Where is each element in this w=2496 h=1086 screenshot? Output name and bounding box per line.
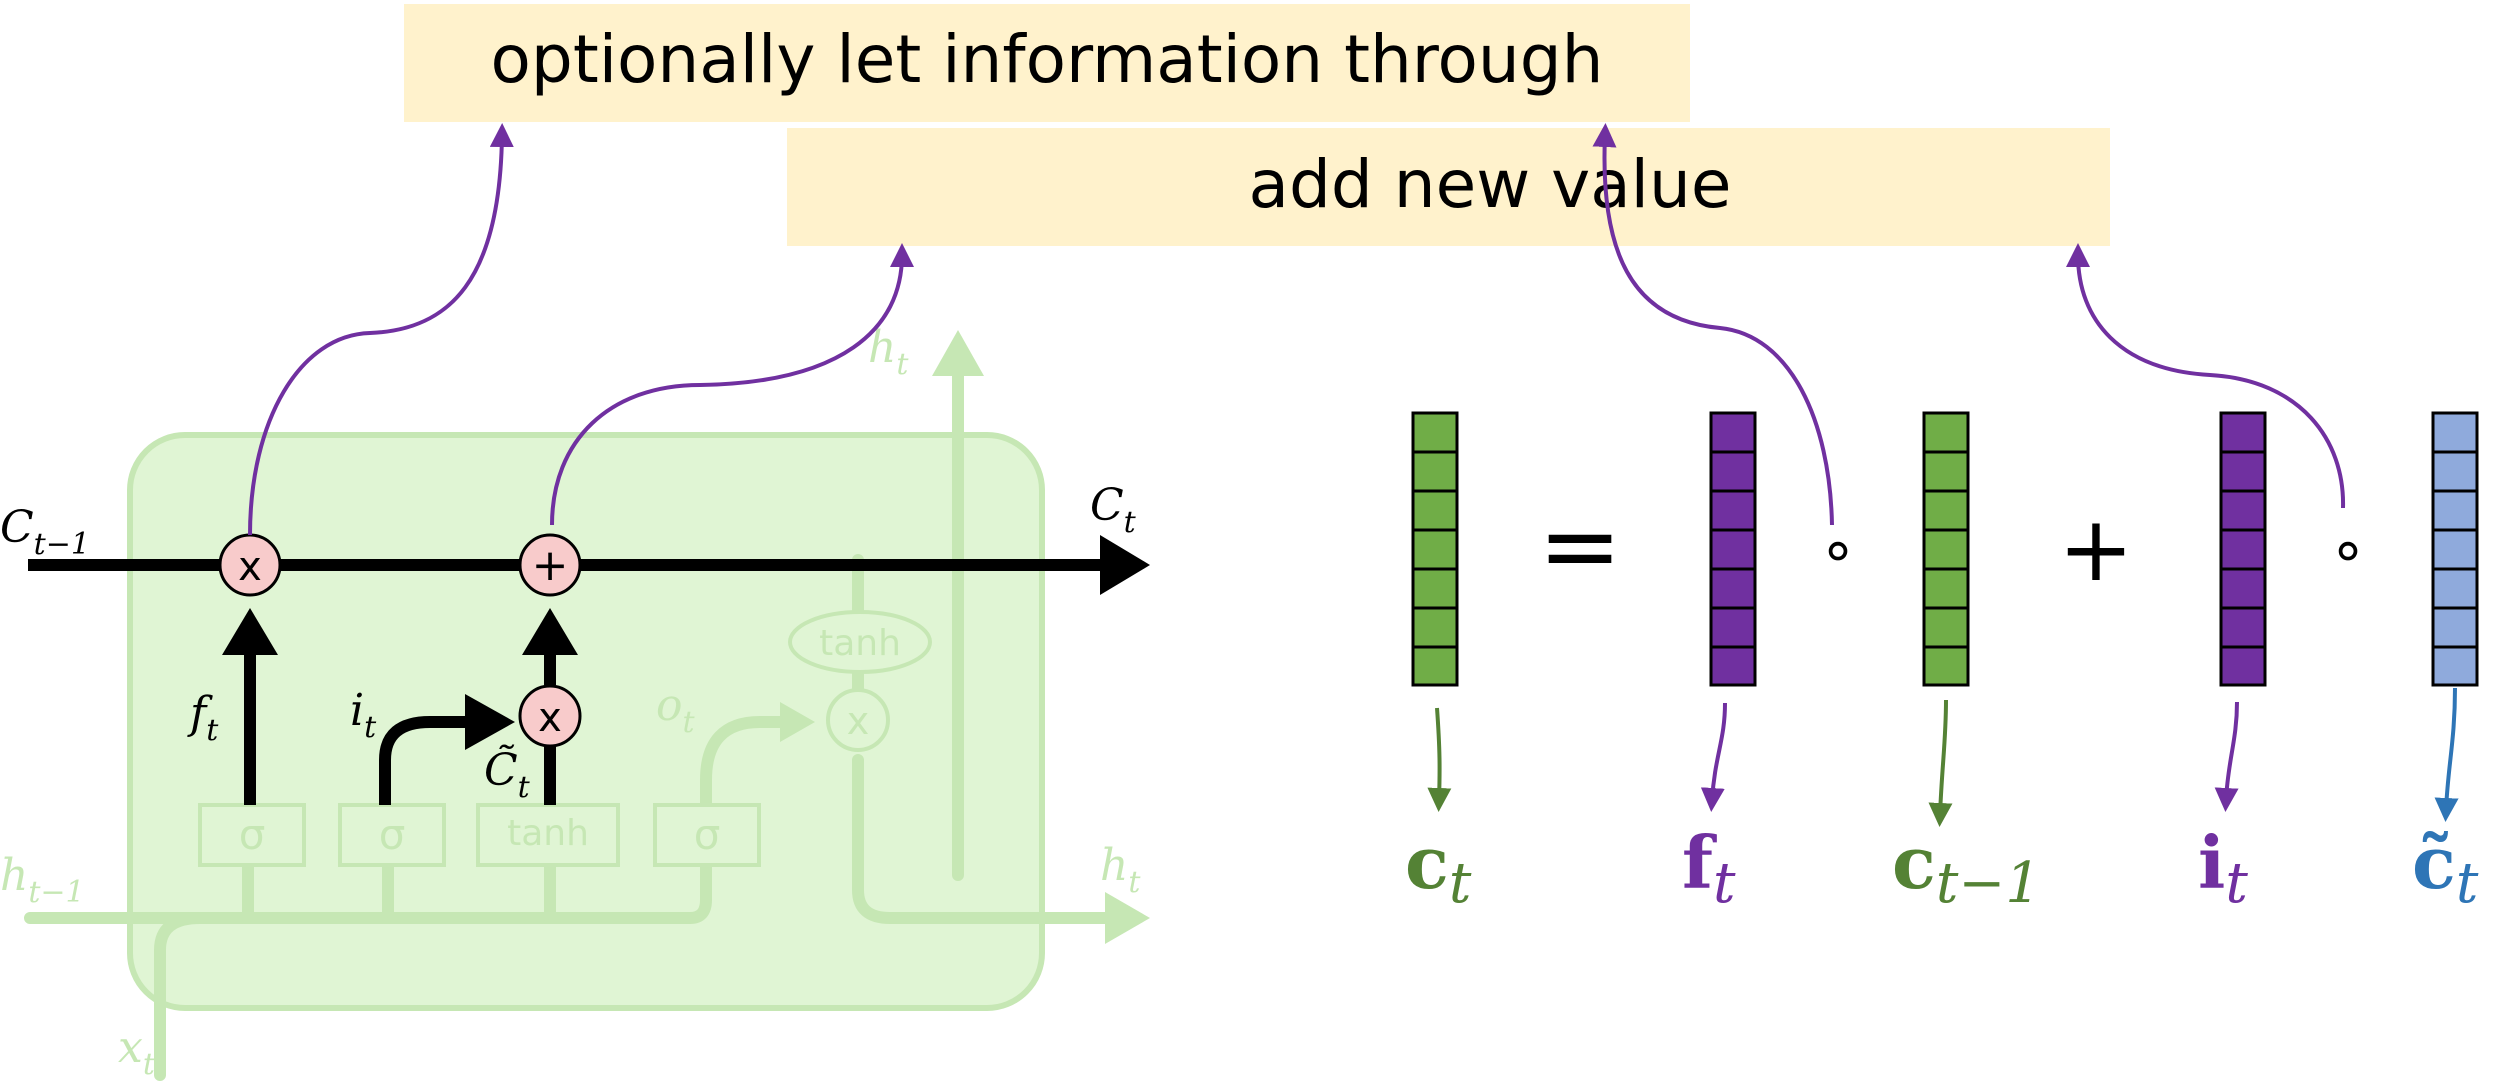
label-c-t: ct [1405, 820, 1472, 916]
c-next-label: Ct [1090, 480, 1137, 540]
f-gate-arrowhead [222, 608, 278, 655]
hadamard-op-2: ∘ [2329, 515, 2367, 585]
callout-arrows-left [248, 123, 914, 536]
sigma-gate-f-label: σ [239, 810, 266, 859]
o-gate-arrowhead [780, 702, 815, 742]
vector-c-t [1411, 411, 1459, 687]
callout-text-top: optionally let information through [491, 21, 1604, 98]
arrow-f-t [1700, 702, 1727, 812]
equals-sign: = [1538, 487, 1622, 604]
tanh-output-node [788, 610, 932, 674]
label-f-t: ft [1682, 820, 1736, 916]
hadamard-op-1: ∘ [1819, 515, 1857, 585]
callout-arrows-right [1592, 123, 2346, 526]
tanh-gate [476, 803, 620, 867]
vector-i-t [2219, 411, 2267, 687]
input-multiply-node [518, 684, 582, 748]
input-multiply-label: x [538, 695, 562, 741]
h-prev-label: ht−1 [0, 850, 85, 910]
callout-box-top [404, 4, 1690, 122]
vector-c-t-minus-1 [1922, 411, 1970, 687]
tanh-output-label: tanh [819, 623, 901, 664]
add-node [518, 533, 582, 597]
sigma-gate-o-label: σ [694, 810, 721, 859]
arrow-i-t [2214, 701, 2239, 812]
label-i-t: it [2198, 820, 2248, 916]
f-gate-label: ft [187, 688, 219, 748]
sigma-gate-i-label: σ [379, 810, 406, 859]
h-out-label: ht [1100, 840, 1141, 900]
sigma-gate-o [653, 803, 761, 867]
i-gate-label: it [350, 685, 377, 745]
sigma-gate-i [338, 803, 446, 867]
arrow-c-t [1427, 707, 1452, 812]
x-in-label: xt [118, 1022, 156, 1082]
arrow-c-t-minus-1 [1928, 699, 1953, 827]
gate-paths [244, 650, 556, 805]
arrow-c-tilde-t [2434, 687, 2459, 822]
tanh-gate-label: tanh [507, 813, 589, 854]
label-c-t-minus-1: ct−1 [1892, 820, 2041, 916]
vector-c-tilde-t [2431, 411, 2479, 687]
h-out-arrowhead [1105, 892, 1150, 944]
plus-sign: + [2058, 497, 2133, 602]
c-tilde-label: C̃t [484, 743, 531, 805]
h-top-arrowhead [932, 330, 984, 376]
output-multiply-label: x [847, 699, 870, 743]
vector-f-t [1709, 411, 1757, 687]
candidate-arrowhead [522, 608, 578, 655]
callout-text-second: add new value [1249, 146, 1732, 223]
callout-box-second [787, 128, 2110, 246]
forget-multiply-label: x [238, 544, 262, 590]
o-gate-label: ot [656, 680, 696, 740]
label-c-tilde-t: c̃t [2412, 820, 2479, 916]
i-gate-arrowhead [465, 694, 515, 750]
c-prev-label: Ct−1 [0, 502, 90, 562]
output-multiply-node [826, 688, 890, 752]
add-node-label: + [532, 540, 569, 591]
